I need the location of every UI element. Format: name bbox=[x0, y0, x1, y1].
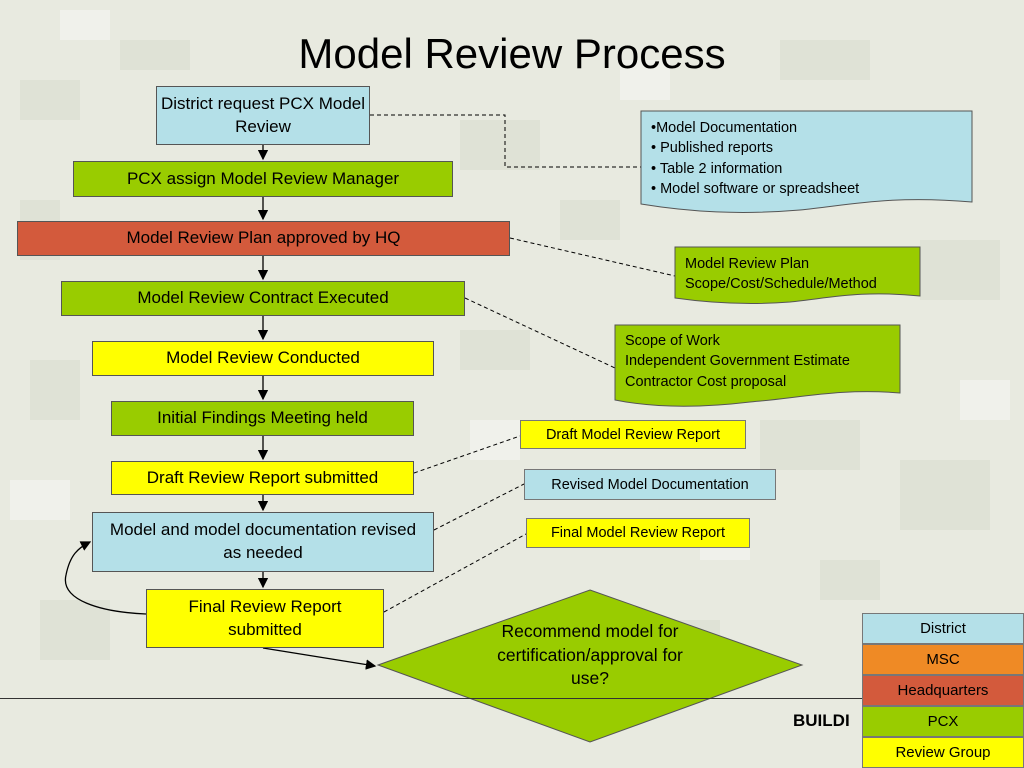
dashed-link bbox=[433, 483, 525, 531]
legend-pcx: PCX bbox=[862, 706, 1024, 737]
document-line: •Model Documentation bbox=[651, 120, 798, 136]
step-review-conducted: Model Review Conducted bbox=[92, 341, 434, 376]
legend-review-group: Review Group bbox=[862, 737, 1024, 768]
decision-label: Recommend model for certification/approv… bbox=[497, 621, 683, 689]
document-line: Scope of Work bbox=[625, 333, 720, 349]
loop-arrow bbox=[64, 541, 147, 615]
footer-rule bbox=[0, 698, 862, 699]
legend-msc: MSC bbox=[862, 644, 1024, 675]
decision-diamond bbox=[376, 589, 804, 743]
document-shape bbox=[674, 246, 921, 304]
dashed-link bbox=[464, 297, 616, 369]
note-final-report: Final Model Review Report bbox=[526, 518, 750, 548]
document-line: Scope/Cost/Schedule/Method bbox=[685, 276, 877, 293]
legend-district: District bbox=[862, 613, 1024, 644]
dashed-link bbox=[383, 533, 527, 613]
dashed-link bbox=[509, 237, 676, 277]
document-line: Contractor Cost proposal bbox=[625, 373, 787, 390]
document-line: Model Review Plan bbox=[685, 256, 810, 272]
flow-arrow bbox=[262, 647, 377, 670]
step-plan-approved: Model Review Plan approved by HQ bbox=[17, 221, 510, 256]
document-line: • Published reports bbox=[651, 140, 773, 157]
page-title: Model Review Process bbox=[298, 30, 726, 77]
document-shape bbox=[640, 110, 973, 213]
step-final-report: Final Review Report submitted bbox=[146, 589, 384, 648]
step-draft-report: Draft Review Report submitted bbox=[111, 461, 414, 495]
step-assign-manager: PCX assign Model Review Manager bbox=[73, 161, 453, 197]
step-model-revised: Model and model documentation revised as… bbox=[92, 512, 434, 572]
step-findings-meeting: Initial Findings Meeting held bbox=[111, 401, 414, 436]
document-review-plan: Model Review Plan Scope/Cost/Schedule/Me… bbox=[675, 250, 920, 299]
document-line: • Table 2 information bbox=[651, 160, 783, 177]
footer-text: BUILDI bbox=[793, 711, 850, 730]
legend-headquarters: Headquarters bbox=[862, 675, 1024, 706]
document-model-documentation: •Model Documentation • Published reports… bbox=[641, 114, 972, 203]
document-line: Independent Government Estimate bbox=[625, 353, 850, 370]
dashed-link bbox=[370, 114, 641, 168]
note-draft-report: Draft Model Review Report bbox=[520, 420, 746, 449]
document-line: • Model software or spreadsheet bbox=[651, 180, 860, 197]
note-revised-documentation: Revised Model Documentation bbox=[524, 469, 776, 500]
document-scope-of-work: Scope of Work Independent Government Est… bbox=[615, 327, 900, 396]
step-district-request: District request PCX Model Review bbox=[156, 86, 370, 145]
dashed-link bbox=[413, 435, 521, 474]
step-contract-executed: Model Review Contract Executed bbox=[61, 281, 465, 316]
document-shape bbox=[614, 324, 901, 407]
